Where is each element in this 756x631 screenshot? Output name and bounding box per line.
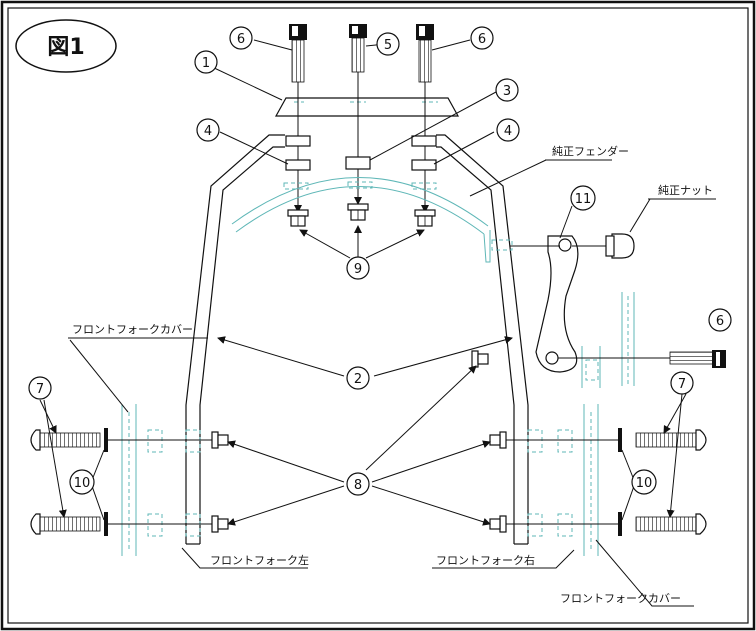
callout-2: 2 [346,366,370,390]
callout-3: 3 [495,78,519,102]
label-fork-right: フロントフォーク右 [436,553,535,567]
svg-text:10: 10 [636,476,653,491]
label-genuine-nut: 純正ナット [658,184,713,197]
svg-text:2: 2 [354,372,362,387]
callout-6b: 6 [470,26,494,50]
label-fork-left: フロントフォーク左 [210,554,309,567]
right-bolts-7 [635,429,707,535]
callout-11: 11 [570,185,596,211]
genuine-nut [605,233,635,259]
svg-text:7: 7 [678,377,686,392]
labels: 純正フェンダー 純正ナット フロントフォークカバー フロントフォーク左 フロント… [72,144,713,605]
callout-1: 1 [194,50,218,74]
right-washers-10 [618,428,622,536]
callout-6a: 6 [229,26,253,50]
svg-text:6: 6 [716,314,724,329]
bolt-6-right [416,24,434,213]
callout-5: 5 [376,32,400,56]
leaders [39,39,716,607]
left-nuts-8 [211,431,229,533]
figure-title-text: 図1 [47,35,84,60]
callout-7a: 7 [28,376,52,400]
part-11-stay [510,235,612,373]
left-washers-10 [104,428,108,536]
left-bolts-7 [30,429,101,535]
right-nuts-8 [489,431,507,533]
callout-8: 8 [346,472,370,496]
label-genuine-fender: 純正フェンダー [552,144,629,158]
svg-text:6: 6 [237,32,245,47]
spacers-4-left [285,135,311,171]
svg-text:11: 11 [575,192,592,207]
svg-text:1: 1 [202,56,210,71]
spacers-4-right [411,135,437,171]
label-fork-cover-right: フロントフォークカバー [560,592,681,605]
callout-10a: 10 [69,469,95,495]
callouts: 6 5 6 1 3 4 4 11 9 6 2 7 7 10 8 10 [28,26,732,496]
label-fork-cover-left: フロントフォークカバー [72,323,193,336]
svg-text:5: 5 [384,38,392,53]
svg-text:8: 8 [354,478,362,493]
bolt-6-left [289,24,307,213]
callout-7b: 7 [670,371,694,395]
left-fork-cover [121,404,201,556]
genuine-fender [231,177,513,263]
callout-6c: 6 [708,308,732,332]
figure-title: 図1 [15,19,117,73]
right-fork-cover [527,404,599,556]
nut-bracket-8 [471,350,489,368]
callout-4a: 4 [196,118,220,142]
callout-10b: 10 [631,469,657,495]
spacer-3 [345,156,371,170]
nuts-9 [287,203,436,227]
bolt-6-right-side [558,350,726,368]
inner-frame [7,7,749,624]
callout-9: 9 [346,256,370,280]
svg-text:10: 10 [74,476,91,491]
svg-text:7: 7 [36,382,44,397]
svg-text:3: 3 [503,84,511,99]
callout-4b: 4 [496,118,520,142]
svg-text:4: 4 [504,124,512,139]
svg-text:9: 9 [354,262,362,277]
part-1-plate [274,97,460,117]
svg-text:6: 6 [478,32,486,47]
svg-text:4: 4 [204,124,212,139]
fork-cover-right-upper [581,292,635,388]
